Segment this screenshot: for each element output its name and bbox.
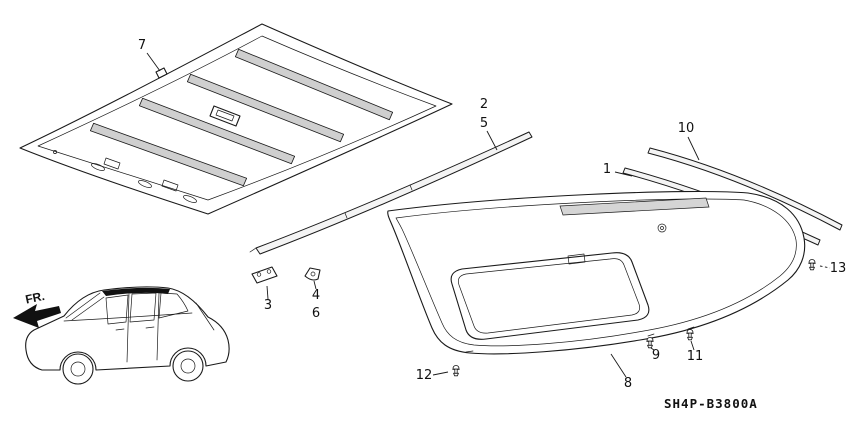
callout-3: 3 xyxy=(264,298,272,313)
headliner-inner-outline xyxy=(395,198,797,347)
leader-line-7 xyxy=(146,52,161,72)
roof-molding-item1 xyxy=(622,167,821,246)
edge-tab xyxy=(647,333,655,337)
sunroof-switch-detail xyxy=(567,253,586,265)
roof-stiffener xyxy=(138,97,296,165)
fastener-item12 xyxy=(451,365,461,377)
callout-11: 11 xyxy=(687,349,704,364)
callout-7: 7 xyxy=(138,38,146,53)
car-rear-wheel xyxy=(172,350,204,382)
headliner-rear-trim-strip xyxy=(559,197,710,216)
leader-line-9 xyxy=(650,347,655,351)
callout-6: 6 xyxy=(312,306,320,321)
leader-line-11 xyxy=(690,340,695,351)
car-illustration xyxy=(25,286,230,385)
side-molding xyxy=(249,131,533,255)
callout-13: 13 xyxy=(830,261,847,276)
callouts: 7 2 5 10 1 13 3 4 6 9 11 12 8 xyxy=(138,38,846,391)
side-molding-strip xyxy=(255,131,533,255)
fr-direction: FR. xyxy=(13,289,61,328)
roof-stiffener xyxy=(90,122,248,187)
molding-joint-tick xyxy=(344,212,348,219)
callout-4: 4 xyxy=(312,288,320,303)
callout-12: 12 xyxy=(416,368,433,383)
roof-stiffener xyxy=(234,48,394,121)
headliner-outline xyxy=(387,190,806,355)
leader-lines xyxy=(146,52,831,378)
edge-tab xyxy=(465,350,474,353)
roof-edge-clip xyxy=(155,67,168,79)
callout-8: 8 xyxy=(624,376,632,391)
molding-joint-tick xyxy=(409,184,413,191)
callout-2: 2 xyxy=(480,97,488,112)
sunroof-opening xyxy=(450,252,650,340)
leader-line-13 xyxy=(819,265,831,269)
callout-9: 9 xyxy=(652,348,660,363)
leader-line-4 xyxy=(313,280,317,290)
roof-front-flange-details xyxy=(53,150,197,203)
leader-line-10 xyxy=(687,136,700,161)
roof-molding-item10 xyxy=(647,147,843,231)
fr-arrow-icon xyxy=(13,304,61,328)
car-front-wheel xyxy=(62,353,94,385)
roof-moldings xyxy=(622,147,843,246)
leader-line-1 xyxy=(614,171,633,177)
leader-line-3 xyxy=(266,285,269,300)
fastener-item13 xyxy=(808,259,816,271)
car-body-outline xyxy=(25,286,230,371)
clip-item4-6 xyxy=(304,267,321,281)
molding-end-hook xyxy=(249,247,257,253)
dome-light-hole xyxy=(657,223,667,233)
bracket-item3 xyxy=(251,266,278,284)
roof-panel-inner-outline xyxy=(37,35,437,201)
roof-panel xyxy=(19,23,453,215)
car-roof-highlight xyxy=(102,287,170,296)
fr-label: FR. xyxy=(24,289,46,307)
roof-stiffener xyxy=(186,73,345,143)
roof-stiffeners xyxy=(90,48,394,187)
fastener-item9 xyxy=(646,337,654,349)
callout-5: 5 xyxy=(480,116,488,131)
callout-1: 1 xyxy=(603,162,611,177)
leader-line-2-5 xyxy=(486,130,498,151)
roof-center-bracket xyxy=(209,105,241,127)
part-code: SH4P-B3800A xyxy=(664,396,758,411)
edge-tab xyxy=(687,326,695,330)
leader-line-12 xyxy=(432,371,449,376)
fastener-item11 xyxy=(686,329,694,341)
leader-line-8 xyxy=(610,353,627,378)
car-windows xyxy=(63,292,215,363)
headliner-panel xyxy=(387,190,806,355)
callout-10: 10 xyxy=(678,121,695,136)
